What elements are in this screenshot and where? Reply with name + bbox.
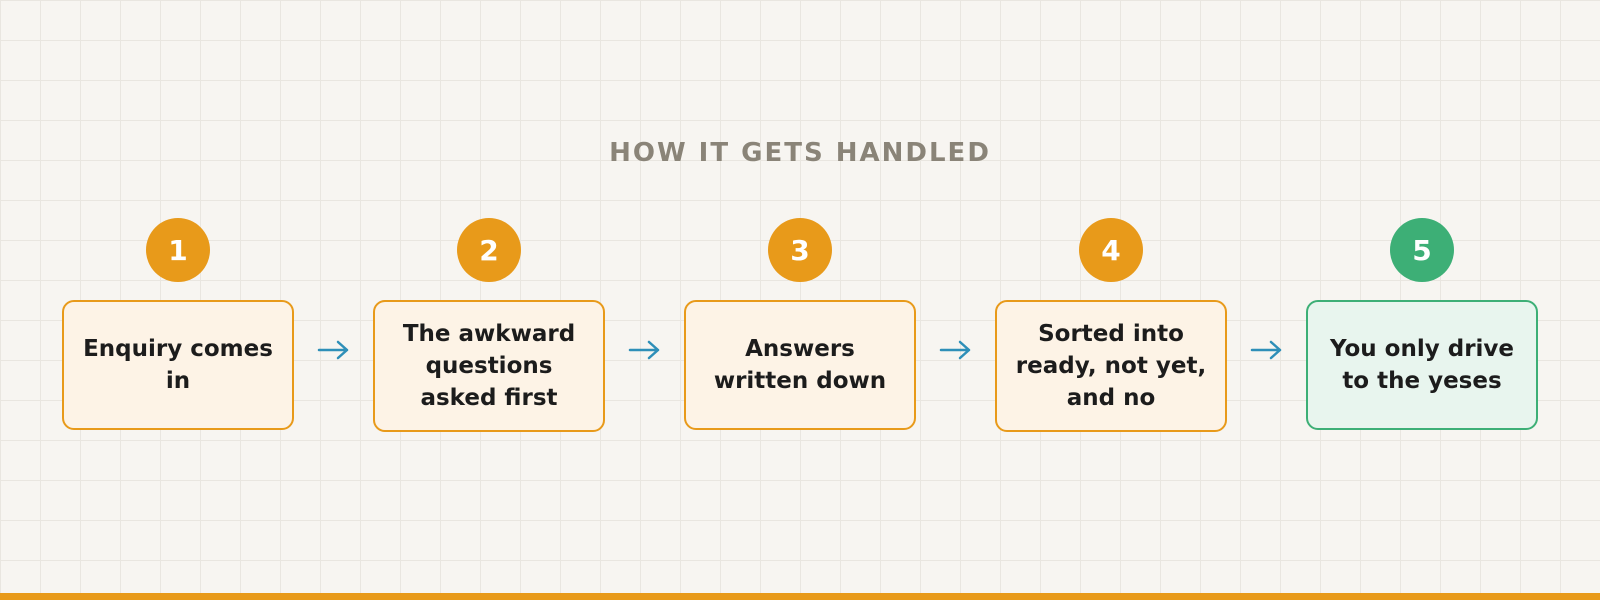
arrow-right-icon [1227, 318, 1306, 382]
step-box: Sorted into ready, not yet, and no [995, 300, 1227, 432]
step-number-badge: 1 [146, 218, 210, 282]
arrow-right-icon [605, 318, 684, 382]
arrow-right-icon [916, 318, 995, 382]
arrow-right-icon [294, 318, 373, 382]
step-number-badge: 3 [768, 218, 832, 282]
step-5: 5 You only drive to the yeses [1306, 218, 1538, 430]
step-3: 3 Answers written down [684, 218, 916, 430]
footer-accent-bar [0, 593, 1600, 600]
process-flow: 1 Enquiry comes in 2 The awkward questio… [62, 218, 1538, 432]
diagram-title: HOW IT GETS HANDLED [609, 138, 991, 168]
step-box: Answers written down [684, 300, 916, 430]
step-box: You only drive to the yeses [1306, 300, 1538, 430]
step-number-badge: 2 [457, 218, 521, 282]
step-number-badge: 5 [1390, 218, 1454, 282]
step-box: The awkward questions asked first [373, 300, 605, 432]
step-2: 2 The awkward questions asked first [373, 218, 605, 432]
step-number-badge: 4 [1079, 218, 1143, 282]
step-box: Enquiry comes in [62, 300, 294, 430]
step-1: 1 Enquiry comes in [62, 218, 294, 430]
step-4: 4 Sorted into ready, not yet, and no [995, 218, 1227, 432]
